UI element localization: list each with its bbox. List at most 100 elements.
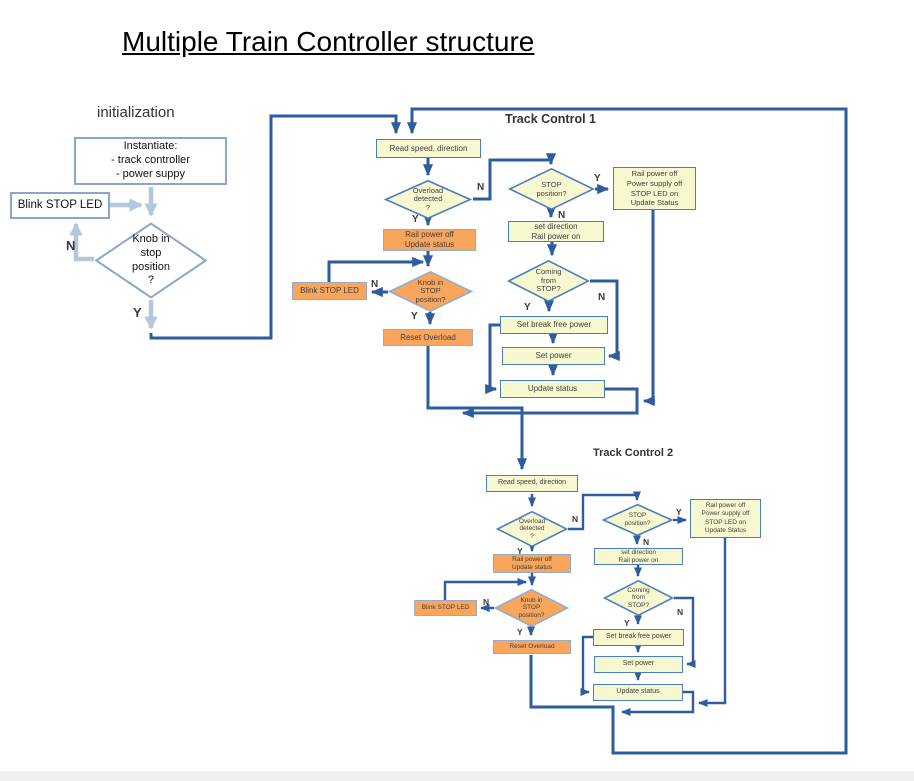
init-instantiate-box: Instantiate: - track controller - power … — [74, 137, 227, 185]
diamond-shape — [494, 589, 569, 627]
edge-tc2-blink-loop — [443, 577, 527, 600]
tc1-reset-overload-label: Reset Overload — [400, 332, 456, 342]
edge-main-loop — [406, 107, 848, 755]
edge-tc2-poweroff-down — [698, 538, 727, 708]
tc2-overload-n-label: N — [572, 514, 579, 524]
tc2-rail-power-off-box: Rail power off Update status — [493, 554, 571, 573]
tc2-coming-y-label: Y — [624, 618, 630, 628]
tc1-knob-diamond: Knob in STOP position? — [388, 271, 473, 312]
init-blink-label: Blink STOP LED — [17, 199, 103, 212]
tc2-coming-from-stop-label: Coming from STOP? — [627, 586, 650, 609]
tc2-power-off-label: Rail power off Power supply off STOP LED… — [701, 501, 750, 534]
tc1-overload-label: Overload detected ? — [412, 185, 444, 212]
tc2-set-break-free-label: Set break free power — [606, 633, 671, 641]
tc1-power-off-label: Rail power off Power supply off STOP LED… — [626, 169, 683, 208]
edge-tc1-left-bracket — [485, 323, 500, 395]
tc2-update-status-box: Update status — [593, 684, 683, 701]
tc2-blink-stop-led-box: Blink STOP LED — [414, 600, 477, 616]
tc1-update-status-box: Update status — [500, 380, 605, 398]
tc1-update-status-label: Update status — [527, 384, 578, 393]
tc2-stop-n-label: N — [643, 537, 650, 547]
tc1-stop-n-label: N — [558, 210, 566, 221]
edge-tc1-to-tc2 — [426, 346, 528, 471]
tc2-blink-label: Blink STOP LED — [421, 603, 470, 611]
tc1-overload-n-label: N — [477, 182, 485, 193]
initialization-label: initialization — [97, 104, 175, 121]
tc2-set-direction-box: set direction Rail power on — [594, 548, 683, 565]
init-knob-y-label: Y — [133, 305, 142, 320]
tc1-knob-y-label: Y — [411, 311, 418, 322]
tc2-set-break-free-box: Set break free power — [593, 629, 684, 646]
tc2-knob-y-label: Y — [517, 627, 523, 637]
tc1-coming-from-stop-diamond: Coming from STOP? — [507, 260, 590, 302]
tc2-coming-from-stop-diamond: Coming from STOP? — [603, 580, 674, 616]
tc1-set-power-box: Set power — [502, 347, 605, 365]
tc1-read-speed-box: Read speed, direction — [376, 139, 481, 158]
tc1-set-break-free-box: Set break free power — [500, 316, 608, 334]
init-knob-label: Knob in stop position ? — [132, 233, 170, 287]
track-control-1-label: Track Control 1 — [505, 112, 596, 126]
diamond-shape — [388, 271, 473, 312]
tc2-knob-n-label: N — [483, 597, 490, 607]
tc1-knob-label: Knob in STOP position? — [415, 277, 446, 304]
tc1-knob-n-label: N — [371, 279, 379, 290]
tc1-set-direction-label: set direction Rail power on — [531, 221, 581, 241]
tc2-set-power-label: Set power — [622, 660, 655, 668]
tc1-blink-label: Blink STOP LED — [300, 286, 359, 295]
edge-tc2-coming-n — [674, 596, 696, 669]
init-instantiate-label: Instantiate: - track controller - power … — [111, 140, 190, 180]
tc2-update-status-label: Update status — [616, 688, 660, 696]
tc1-coming-y-label: Y — [524, 302, 531, 313]
init-knob-diamond: Knob in stop position ? — [94, 222, 208, 299]
tc2-coming-n-label: N — [677, 607, 684, 617]
tc2-knob-label: Knob in STOP position? — [518, 596, 545, 619]
tc2-power-off-box: Rail power off Power supply off STOP LED… — [690, 499, 761, 538]
init-knob-n-label: N — [66, 238, 76, 253]
tc1-stop-position-label: STOP position? — [536, 180, 567, 198]
edge-tc2-left-bracket — [580, 635, 593, 697]
tc2-stop-y-label: Y — [676, 507, 682, 517]
tc2-knob-diamond: Knob in STOP position? — [494, 589, 569, 627]
edge-tc1-poweroff-down — [642, 210, 655, 407]
edge-tc1-overload-n — [473, 153, 557, 201]
diamond-shape — [602, 504, 673, 536]
tc2-set-direction-label: set direction Rail power on — [618, 548, 659, 564]
tc2-reset-overload-label: Reset Overload — [509, 642, 555, 650]
tc2-rail-power-off-label: Rail power off Update status — [511, 555, 553, 571]
edge-tc2-overload-n — [568, 491, 642, 531]
edge-tc1-blink-loop — [327, 256, 425, 282]
tc2-reset-overload-box: Reset Overload — [493, 640, 571, 654]
edge-init-to-tc1 — [149, 114, 402, 340]
tc1-set-break-free-label: Set break free power — [516, 320, 592, 329]
tc1-blink-stop-led-box: Blink STOP LED — [292, 282, 367, 300]
tc1-overload-y-label: Y — [412, 214, 419, 225]
edge-tc1-update-loop — [461, 387, 639, 419]
tc2-overload-y-label: Y — [517, 546, 523, 556]
diamond-shape — [603, 580, 674, 616]
tc1-coming-n-label: N — [598, 292, 606, 303]
tc2-read-speed-box: Read speed, direction — [486, 475, 578, 492]
tc1-stop-position-diamond: STOP position? — [508, 168, 595, 210]
tc2-overload-label: Overload detected ? — [518, 517, 546, 540]
tc2-overload-diamond: Overload detected ? — [496, 511, 568, 547]
tc1-set-direction-box: set direction Rail power on — [508, 221, 604, 242]
tc2-read-speed-label: Read speed, direction — [497, 479, 567, 487]
track-control-2-label: Track Control 2 — [593, 447, 674, 459]
tc1-power-off-box: Rail power off Power supply off STOP LED… — [613, 167, 696, 210]
tc1-reset-overload-box: Reset Overload — [383, 329, 473, 346]
bottom-margin — [0, 771, 914, 781]
edge-tc2-update-loop — [621, 690, 695, 717]
init-blink-stop-led-box: Blink STOP LED — [10, 192, 110, 219]
tc2-stop-position-label: STOP position? — [624, 512, 651, 527]
tc1-overload-diamond: Overload detected ? — [384, 180, 472, 219]
tc2-stop-position-diamond: STOP position? — [602, 504, 673, 536]
tc1-rail-power-off-label: Rail power off Update status — [404, 230, 455, 249]
tc1-coming-from-stop-label: Coming from STOP? — [535, 267, 562, 294]
tc1-read-speed-label: Read speed, direction — [389, 143, 468, 153]
tc2-set-power-box: Set power — [594, 656, 683, 673]
edge-knob-n-to-blink — [69, 222, 94, 262]
diamond-shape — [94, 222, 208, 299]
edge-tc1-coming-n — [590, 279, 620, 362]
